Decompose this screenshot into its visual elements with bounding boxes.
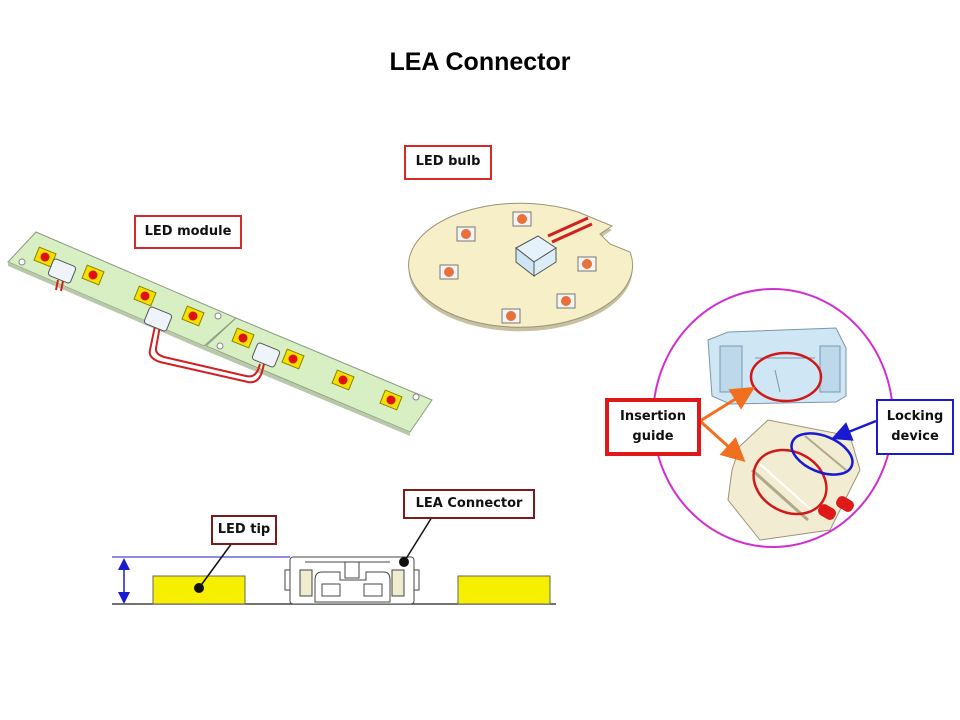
led-chip: [331, 369, 355, 391]
connector-body-bottom: [727, 419, 861, 541]
mount-hole: [214, 312, 222, 320]
led-chip: [133, 285, 157, 307]
label-locking-device-line1: Locking: [886, 408, 944, 424]
wire-stub: [836, 496, 854, 512]
label-led-tip: LED tip: [211, 515, 277, 545]
detail-view: [652, 288, 894, 548]
label-insertion-guide-line2: guide: [632, 429, 674, 444]
led-module-strip: [7, 231, 433, 436]
bulb-wire: [551, 222, 593, 244]
lea-connector-on-strip: [47, 258, 77, 284]
locking-device-highlight: [790, 432, 854, 476]
led-tip-leader: [198, 542, 233, 589]
connector-housing-top: [707, 327, 847, 405]
led-bulb-board: [408, 202, 634, 332]
lea-connector-on-strip: [143, 306, 173, 332]
label-lea-connector-text: LEA Connector: [415, 495, 523, 511]
mount-hole: [216, 342, 224, 350]
bulb-led-chip: [577, 256, 597, 272]
label-led-tip-text: LED tip: [217, 521, 271, 537]
lea-connector-leader: [403, 516, 433, 563]
label-locking-device: Locking device: [876, 399, 954, 455]
label-insertion-guide: Insertion guide: [605, 398, 701, 456]
mount-hole: [18, 258, 26, 266]
bulb-led-chip: [456, 226, 476, 242]
mount-hole: [412, 393, 420, 401]
insertion-guide-arrow-top: [699, 386, 756, 423]
side-view: [112, 516, 556, 605]
bulb-led-chip: [501, 308, 521, 324]
insertion-guide-arrow-bottom: [698, 419, 746, 463]
led-chip: [81, 264, 105, 286]
page-title: LEA Connector: [389, 48, 571, 76]
led-chip: [231, 327, 255, 349]
label-led-bulb: LED bulb: [404, 145, 492, 180]
insertion-guide-highlight-top: [749, 351, 823, 403]
label-insertion-guide-line1: Insertion: [620, 408, 686, 424]
wire-harness: [148, 325, 265, 384]
wire-stub: [818, 504, 836, 520]
lea-connector-side: [284, 556, 420, 605]
bulb-led-chip: [512, 211, 532, 227]
led-chip: [181, 305, 205, 327]
led-chip: [379, 389, 403, 411]
label-led-bulb-text: LED bulb: [415, 154, 481, 170]
led-tip-right: [457, 575, 551, 605]
label-lea-connector: LEA Connector: [403, 489, 535, 519]
lea-connector-on-bulb: [515, 235, 557, 278]
label-led-module-text: LED module: [144, 223, 232, 239]
led-chip: [281, 348, 305, 370]
locking-device-arrow: [831, 419, 877, 441]
bulb-led-chip: [439, 264, 459, 280]
bulb-wire: [547, 216, 589, 238]
lea-connector-on-strip: [251, 342, 281, 368]
label-led-module: LED module: [134, 215, 242, 249]
led-chip: [33, 246, 57, 268]
bulb-led-chip: [556, 293, 576, 309]
label-locking-device-line2: device: [891, 429, 939, 444]
insertion-guide-highlight-bottom: [752, 448, 828, 516]
